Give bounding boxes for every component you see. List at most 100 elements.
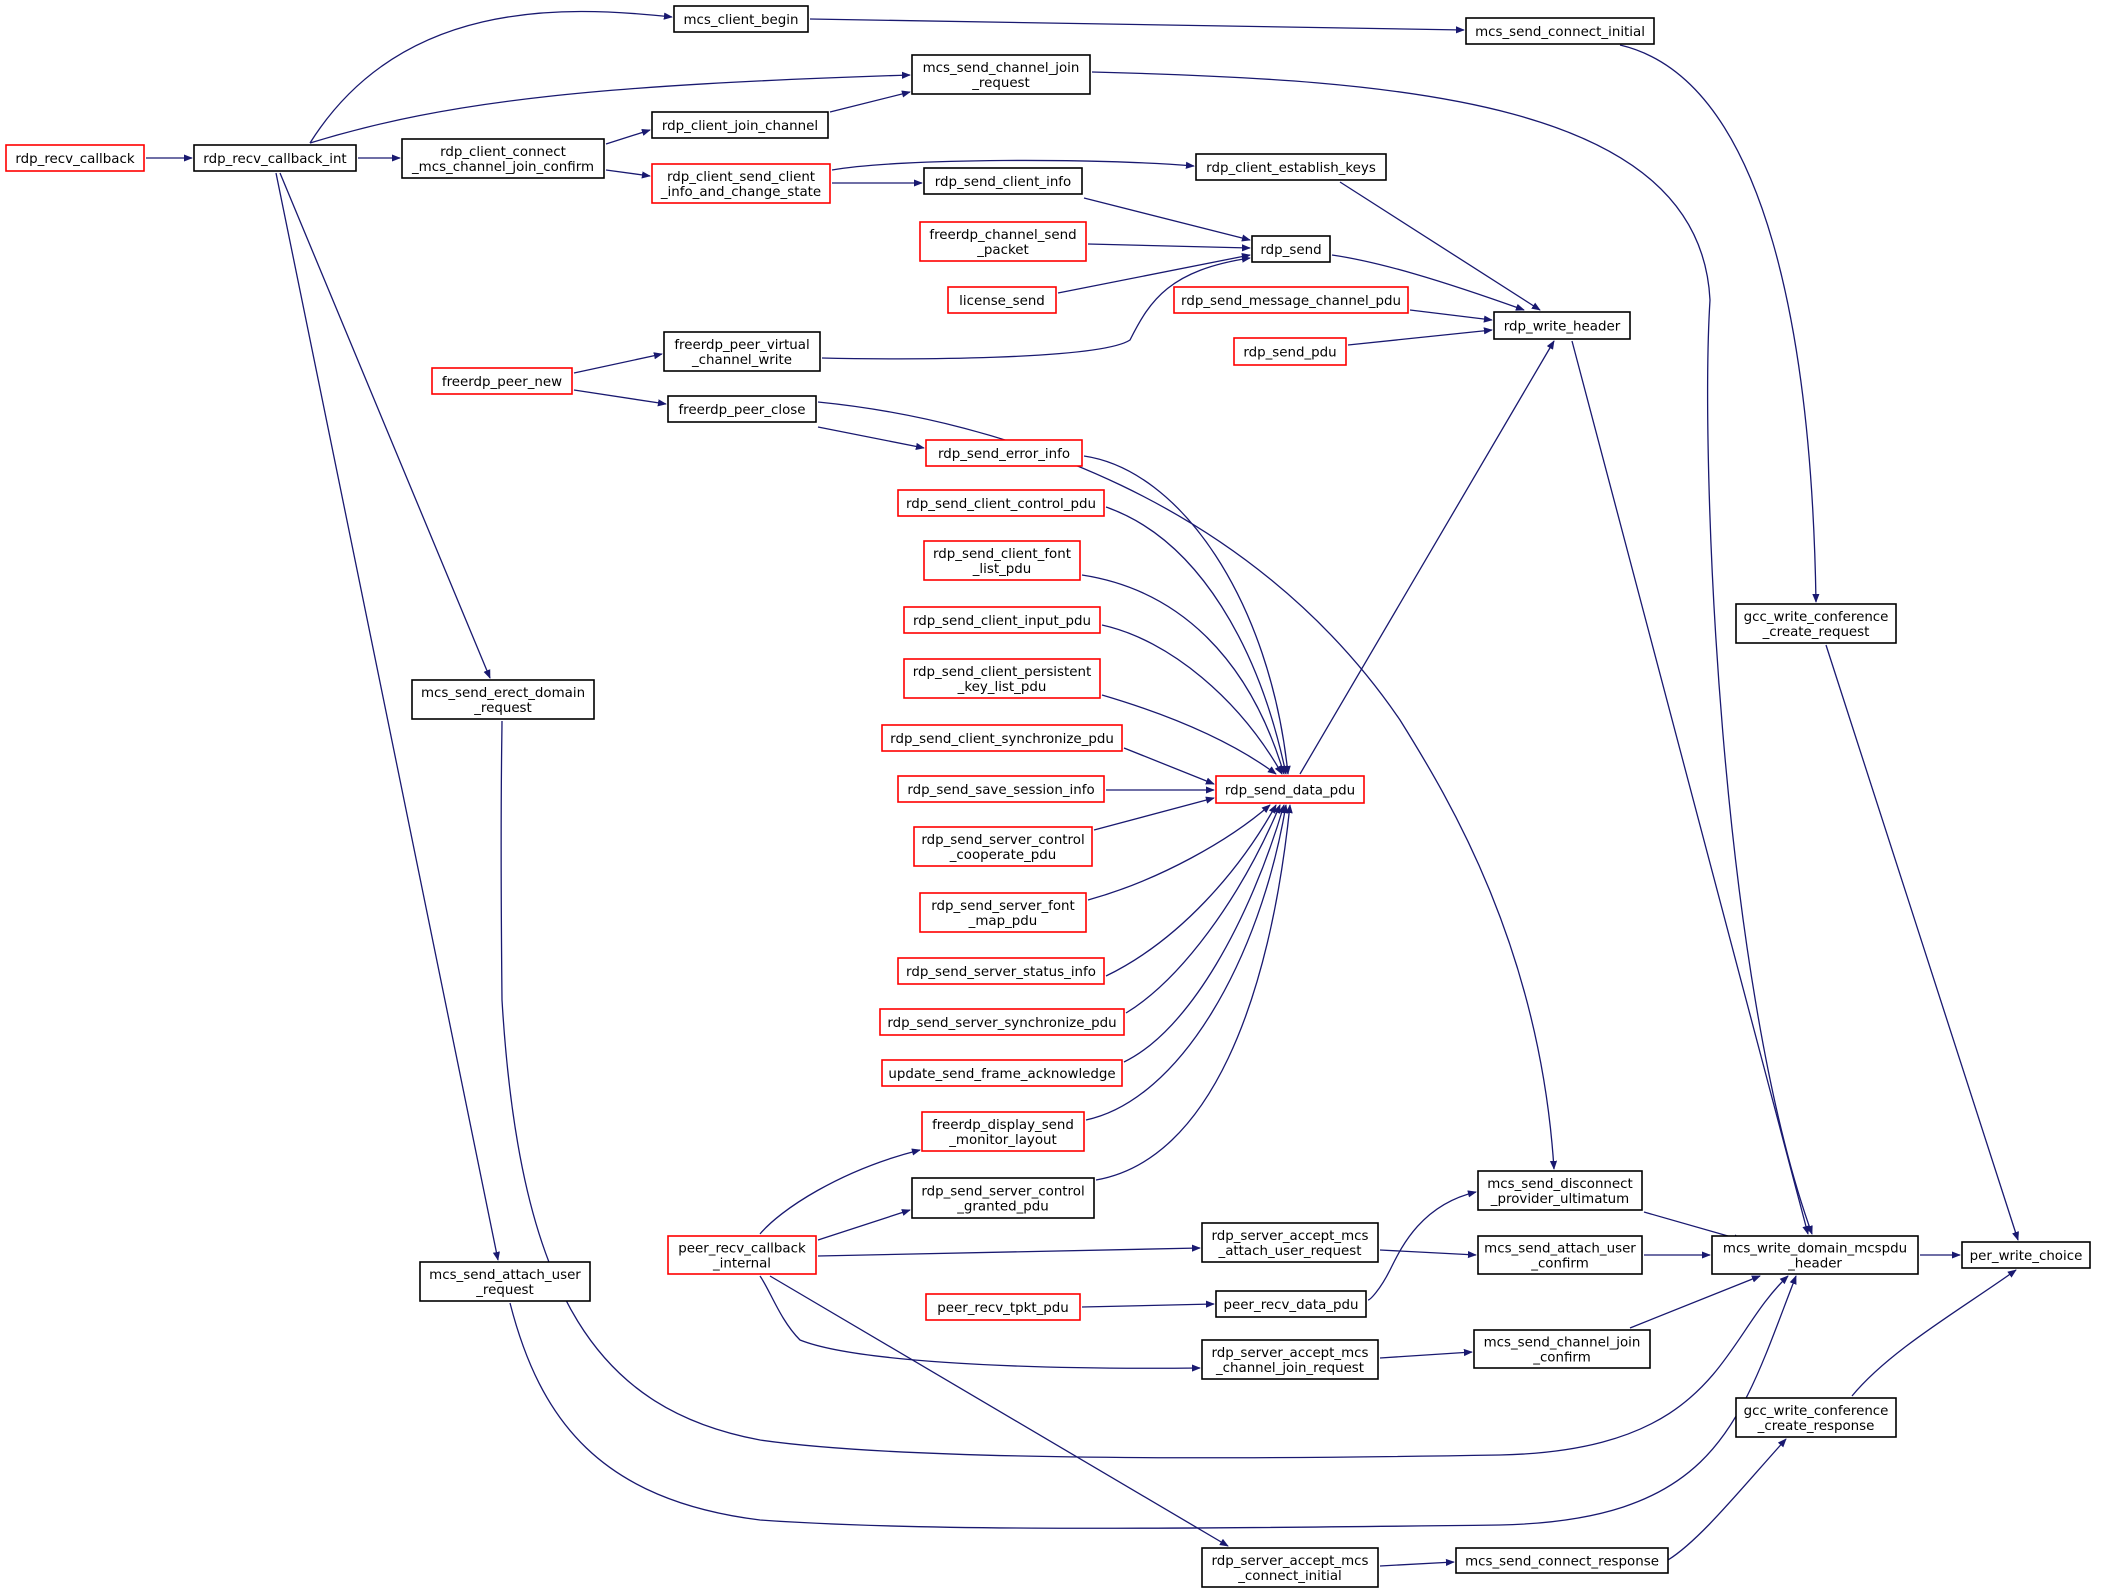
edge-rdp_recv_callback_int-to-mcs_send_erect_domain_request: [279, 172, 491, 679]
node-rdp-send-server-synchronize-pdu[interactable]: rdp_send_server_synchronize_pdu: [879, 1008, 1125, 1036]
node-per-write-choice[interactable]: per_write_choice: [1961, 1241, 2091, 1269]
node-mcs-send-channel-join-confirm[interactable]: mcs_send_channel_join_confirm: [1473, 1329, 1651, 1369]
node-mcs-send-attach-user-request[interactable]: mcs_send_attach_user_request: [419, 1261, 591, 1302]
node-label: rdp_send_client_info: [935, 175, 1071, 190]
node-rdp-send-server-font-map-pdu[interactable]: rdp_send_server_font_map_pdu: [919, 892, 1087, 933]
node-rdp-send-client-input-pdu[interactable]: rdp_send_client_input_pdu: [903, 606, 1101, 634]
node-box: [919, 892, 1087, 933]
node-rdp-client-connect-mcs-channel-join-confirm[interactable]: rdp_client_connect_mcs_channel_join_conf…: [401, 138, 605, 179]
node-box: [911, 54, 1091, 95]
node-mcs-send-channel-join-request[interactable]: mcs_send_channel_join_request: [911, 54, 1091, 95]
node-mcs-send-erect-domain-request[interactable]: mcs_send_erect_domain_request: [411, 679, 595, 720]
node-label: freerdp_peer_close: [678, 403, 805, 418]
node-label: rdp_client_connect: [440, 145, 566, 160]
node-rdp-send[interactable]: rdp_send: [1251, 235, 1331, 263]
node-label: peer_recv_callback: [678, 1242, 806, 1257]
edge-rdp_send_data_pdu-to-rdp_write_header: [1299, 340, 1555, 775]
node-label: mcs_send_disconnect: [1487, 1177, 1633, 1192]
node-peer-recv-data-pdu[interactable]: peer_recv_data_pdu: [1215, 1290, 1367, 1318]
node-rdp-send-message-channel-pdu[interactable]: rdp_send_message_channel_pdu: [1173, 286, 1409, 314]
node-box: [1711, 1235, 1919, 1275]
node-rdp-send-client-persistent-key-list-pdu[interactable]: rdp_send_client_persistent_key_list_pdu: [903, 658, 1101, 699]
node-label: _cooperate_pdu: [949, 848, 1057, 863]
node-mcs-send-connect-response[interactable]: mcs_send_connect_response: [1455, 1547, 1669, 1574]
node-box: [401, 138, 605, 179]
edge-rdp_server_accept_mcs_attach_user_request-to-mcs_send_attach_user_confirm: [1379, 1249, 1477, 1259]
node-mcs-send-disconnect-provider-ultimatum[interactable]: mcs_send_disconnect_provider_ultimatum: [1477, 1170, 1643, 1211]
node-label: _connect_initial: [1237, 1569, 1342, 1584]
node-label: _list_pdu: [972, 562, 1032, 577]
node-rdp-send-client-font-list-pdu[interactable]: rdp_send_client_font_list_pdu: [923, 540, 1081, 581]
edge-mcs_send_channel_join_confirm-to-mcs_write_domain_mcspdu_header: [1629, 1275, 1761, 1329]
node-freerdp-display-send-monitor-layout[interactable]: freerdp_display_send_monitor_layout: [921, 1111, 1085, 1152]
node-box: [419, 1261, 591, 1302]
node-label: _internal: [712, 1257, 771, 1272]
node-rdp-client-send-client-info-and-change-state[interactable]: rdp_client_send_client_info_and_change_s…: [651, 163, 831, 204]
node-rdp-client-establish-keys[interactable]: rdp_client_establish_keys: [1195, 153, 1387, 181]
node-label: rdp_send_server_control: [921, 833, 1084, 848]
node-label: rdp_server_accept_mcs: [1211, 1554, 1368, 1569]
node-rdp-write-header[interactable]: rdp_write_header: [1493, 311, 1631, 340]
node-rdp-send-save-session-info[interactable]: rdp_send_save_session_info: [897, 775, 1105, 803]
node-rdp-recv-callback[interactable]: rdp_recv_callback: [5, 144, 145, 172]
node-mcs-send-connect-initial[interactable]: mcs_send_connect_initial: [1465, 17, 1655, 45]
edge-peer_recv_callback_internal-to-freerdp_display_send_monitor_layout: [759, 1148, 921, 1235]
node-rdp-send-server-control-cooperate-pdu[interactable]: rdp_send_server_control_cooperate_pdu: [913, 826, 1093, 867]
node-freerdp-peer-close[interactable]: freerdp_peer_close: [667, 395, 817, 423]
node-box: [667, 1235, 817, 1275]
node-peer-recv-tpkt-pdu[interactable]: peer_recv_tpkt_pdu: [925, 1293, 1081, 1321]
node-rdp-server-accept-mcs-connect-initial[interactable]: rdp_server_accept_mcs_connect_initial: [1201, 1547, 1379, 1588]
edge-peer_recv_tpkt_pdu-to-peer_recv_data_pdu: [1081, 1300, 1215, 1308]
node-rdp-server-accept-mcs-attach-user-request[interactable]: rdp_server_accept_mcs_attach_user_reques…: [1201, 1222, 1379, 1263]
node-rdp-send-data-pdu[interactable]: rdp_send_data_pdu: [1215, 775, 1365, 804]
node-gcc-write-conference-create-request[interactable]: gcc_write_conference_create_request: [1735, 603, 1897, 644]
node-rdp-send-client-control-pdu[interactable]: rdp_send_client_control_pdu: [897, 489, 1105, 517]
node-box: [1477, 1235, 1643, 1275]
node-label: rdp_send_client_persistent: [913, 665, 1091, 680]
node-label: gcc_write_conference: [1744, 610, 1889, 625]
edge-mcs_send_attach_user_request-to-mcs_write_domain_mcspdu_header: [509, 1275, 1797, 1529]
node-freerdp-channel-send-packet[interactable]: freerdp_channel_send_packet: [919, 221, 1087, 262]
node-box: [879, 1008, 1125, 1036]
node-mcs-write-domain-mcspdu-header[interactable]: mcs_write_domain_mcspdu_header: [1711, 1235, 1919, 1275]
node-rdp-send-client-synchronize-pdu[interactable]: rdp_send_client_synchronize_pdu: [881, 724, 1123, 752]
node-rdp-send-server-control-granted-pdu[interactable]: rdp_send_server_control_granted_pdu: [911, 1177, 1095, 1219]
node-label: rdp_send_server_font: [931, 899, 1075, 914]
node-box: [903, 606, 1101, 634]
node-freerdp-peer-virtual-channel-write[interactable]: freerdp_peer_virtual_channel_write: [663, 331, 821, 372]
node-gcc-write-conference-create-response[interactable]: gcc_write_conference_create_response: [1735, 1397, 1897, 1438]
node-box: [1215, 1290, 1367, 1318]
node-box: [411, 679, 595, 720]
node-box: [5, 144, 145, 172]
edge-mcs_send_channel_join_request-to-mcs_write_domain_mcspdu_header: [1091, 71, 1813, 1235]
node-peer-recv-callback-internal[interactable]: peer_recv_callback_internal: [667, 1235, 817, 1275]
node-label: rdp_send_server_control: [921, 1185, 1084, 1200]
node-mcs-send-attach-user-confirm[interactable]: mcs_send_attach_user_confirm: [1477, 1235, 1643, 1275]
edge-peer_recv_callback_internal-to-rdp_server_accept_mcs_connect_initial: [769, 1275, 1229, 1547]
node-rdp-send-server-status-info[interactable]: rdp_send_server_status_info: [897, 957, 1105, 985]
node-update-send-frame-acknowledge[interactable]: update_send_frame_acknowledge: [881, 1059, 1123, 1087]
edge-rdp_send_server_status_info-to-rdp_send_data_pdu: [1105, 804, 1277, 977]
node-rdp-send-client-info[interactable]: rdp_send_client_info: [923, 167, 1083, 195]
node-label: rdp_recv_callback: [15, 152, 134, 167]
edge-peer_recv_callback_internal-to-rdp_send_server_control_granted_pdu: [817, 1209, 911, 1241]
node-box: [667, 395, 817, 423]
node-license-send[interactable]: license_send: [947, 286, 1057, 314]
node-label: peer_recv_data_pdu: [1224, 1298, 1359, 1313]
node-box: [651, 111, 829, 139]
edge-freerdp_peer_close-to-mcs_send_disconnect_provider_ultimatum: [817, 401, 1558, 1170]
node-rdp-send-pdu[interactable]: rdp_send_pdu: [1233, 337, 1347, 366]
node-box: [947, 286, 1057, 314]
node-rdp-send-error-info[interactable]: rdp_send_error_info: [925, 439, 1083, 467]
node-rdp-client-join-channel[interactable]: rdp_client_join_channel: [651, 111, 829, 139]
node-label: freerdp_peer_new: [442, 375, 562, 390]
node-rdp-server-accept-mcs-channel-join-request[interactable]: rdp_server_accept_mcs_channel_join_reque…: [1201, 1339, 1379, 1380]
node-label: _provider_ultimatum: [1490, 1192, 1629, 1207]
node-label: mcs_send_connect_initial: [1475, 25, 1645, 40]
node-box: [1477, 1170, 1643, 1211]
edge-rdp_send_client_info-to-rdp_send: [1083, 197, 1251, 242]
node-rdp-recv-callback-int[interactable]: rdp_recv_callback_int: [193, 144, 357, 172]
edge-rdp_recv_callback_int-to-mcs_send_channel_join_request: [309, 71, 911, 144]
node-freerdp-peer-new[interactable]: freerdp_peer_new: [431, 367, 573, 395]
node-mcs-client-begin[interactable]: mcs_client_begin: [673, 5, 809, 33]
